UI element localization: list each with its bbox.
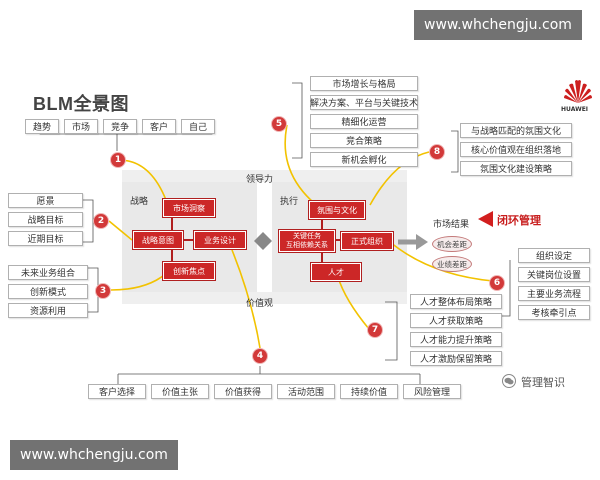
badge-1: 1: [110, 152, 126, 168]
wechat-icon: [502, 374, 516, 388]
logo-text: HUAWEI: [561, 106, 589, 113]
g4-activity-scope: 活动范围: [277, 384, 335, 399]
closed-loop-arrow: [478, 211, 493, 227]
g6-org-setup: 组织设定: [518, 248, 590, 263]
g5-new-opportunity: 新机会孵化: [310, 152, 418, 167]
badge-2: 2: [93, 213, 109, 229]
badge-3: 3: [95, 283, 111, 299]
g8-culture-strategy: 氛围文化建设策略: [460, 161, 572, 176]
g3-innovation-mode: 创新模式: [8, 284, 88, 299]
values-band: [122, 292, 407, 304]
badge-5: 5: [271, 116, 287, 132]
node-formal-org: 正式组织: [340, 231, 394, 251]
leadership-label: 领导力: [246, 175, 274, 185]
g5-refined-operations: 精细化运营: [310, 114, 418, 129]
g4-sustained-value: 持续价值: [340, 384, 398, 399]
node-strategic-intent: 战略意图: [132, 230, 184, 250]
execution-label: 执行: [280, 197, 299, 207]
performance-gap: 业绩差距: [432, 256, 472, 272]
badge-6: 6: [489, 275, 505, 291]
g5-market-growth: 市场增长与格局: [310, 76, 418, 91]
node-market-insight: 市场洞察: [162, 198, 216, 218]
diagram-title: BLM全景图: [33, 94, 129, 114]
node-business-design: 业务设计: [193, 230, 247, 250]
g7-talent-layout: 人才整体布局策略: [410, 294, 502, 309]
g4-value-capture: 价值获得: [214, 384, 272, 399]
connector-4: [231, 249, 261, 349]
huawei-logo: [560, 75, 596, 115]
connector-3: [110, 269, 171, 291]
connector-8: [369, 151, 430, 206]
g1-competition: 竞争: [103, 119, 137, 134]
g1-market: 市场: [64, 119, 98, 134]
values-label: 价值观: [246, 299, 274, 309]
g7-talent-retention: 人才激励保留策略: [410, 351, 502, 366]
node-talent: 人才: [310, 262, 362, 282]
g6-main-processes: 主要业务流程: [518, 286, 590, 301]
opportunity-gap: 机会差距: [432, 236, 472, 252]
g8-aligned-culture: 与战略匹配的氛围文化: [460, 123, 572, 138]
closed-loop-label: 闭环管理: [497, 214, 541, 227]
bracket-5: [292, 82, 303, 159]
huawei-logo-icon: [564, 80, 592, 103]
g2-near-term-goal: 近期目标: [8, 231, 83, 246]
badge-4: 4: [252, 348, 268, 364]
node-innovation-focus: 创新焦点: [162, 261, 216, 281]
g3-resource-use: 资源利用: [8, 303, 88, 318]
g4-value-proposition: 价值主张: [151, 384, 209, 399]
node-climate-culture: 氛围与文化: [308, 200, 366, 220]
g3-future-portfolio: 未来业务组合: [8, 265, 88, 280]
node-key-tasks-line1: 关键任务: [293, 232, 321, 240]
watermark-top: www.whchengju.com: [414, 10, 582, 40]
bracket-8: [451, 130, 459, 173]
g6-assessment-drivers: 考核牵引点: [518, 305, 590, 320]
bracket-4: [117, 366, 421, 384]
results-arrow-head: [416, 234, 428, 250]
g7-talent-capability: 人才能力提升策略: [410, 332, 502, 347]
node-key-tasks-line2: 互相依赖关系: [286, 241, 328, 249]
g1-customer: 客户: [142, 119, 176, 134]
diamond-connector: [254, 232, 272, 250]
bracket-2: [83, 199, 94, 243]
connector-7: [337, 276, 370, 330]
g6-key-positions: 关键岗位设置: [518, 267, 590, 282]
badge-8: 8: [429, 144, 445, 160]
g5-solutions-platform: 解决方案、平台与关键技术: [310, 95, 418, 110]
g8-core-values: 核心价值观在组织落地: [460, 142, 572, 157]
g1-trend: 趋势: [25, 119, 59, 134]
leadership-band: [122, 170, 407, 182]
g5-coopetition: 竞合策略: [310, 133, 418, 148]
source-label: 管理智识: [521, 376, 565, 389]
g7-talent-acquisition: 人才获取策略: [410, 313, 502, 328]
strategy-label: 战略: [130, 197, 149, 207]
wechat-bubble-icon: [504, 377, 514, 385]
connector-2: [108, 220, 133, 241]
badge-7: 7: [367, 322, 383, 338]
g4-customer-selection: 客户选择: [88, 384, 146, 399]
bracket-6: [500, 260, 511, 317]
g2-vision: 愿景: [8, 193, 83, 208]
g2-strategic-goal: 战略目标: [8, 212, 83, 227]
bracket-7: [385, 301, 398, 361]
g1-self: 自己: [181, 119, 215, 134]
market-result-label: 市场结果: [433, 220, 470, 230]
node-key-tasks: 关键任务 互相依赖关系: [278, 229, 336, 253]
g4-risk-management: 风险管理: [403, 384, 461, 399]
watermark-bottom: www.whchengju.com: [10, 440, 178, 470]
